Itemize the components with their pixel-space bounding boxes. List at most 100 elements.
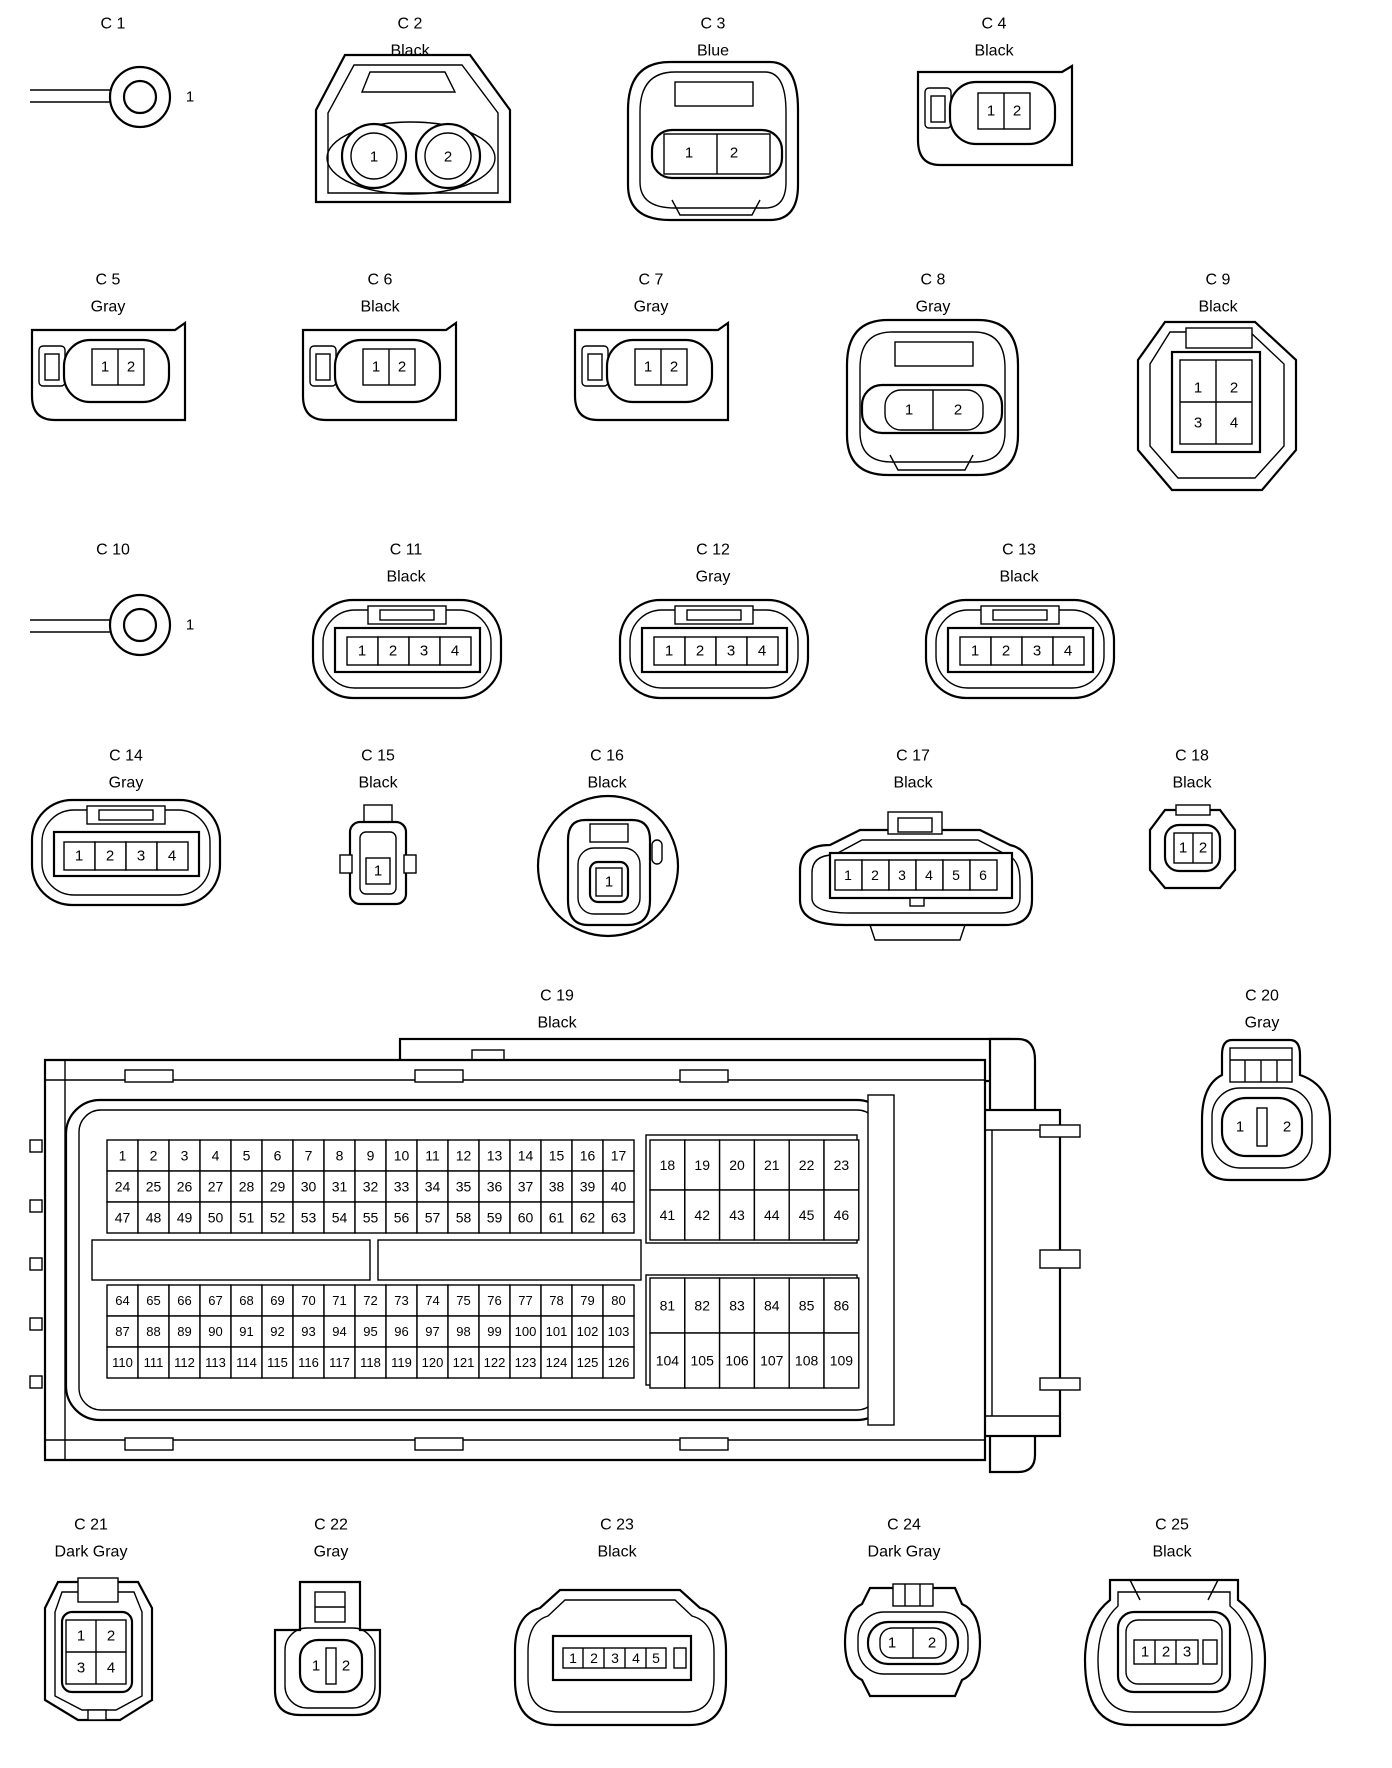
pin-number: 65 xyxy=(146,1293,160,1308)
pin-number: 79 xyxy=(580,1293,594,1308)
connector-id: C 17 xyxy=(896,748,930,765)
pin-cell xyxy=(823,1189,860,1241)
pin-cell xyxy=(292,1139,325,1172)
pin-number: 24 xyxy=(115,1179,131,1195)
pin-number: 2 xyxy=(389,643,397,660)
pin-cell xyxy=(230,1139,263,1172)
pin-number: 33 xyxy=(394,1179,410,1195)
pin-cell xyxy=(323,1139,356,1172)
connector-c2 xyxy=(314,53,512,204)
connector-id: C 5 xyxy=(96,272,121,289)
pin-number: 119 xyxy=(391,1355,412,1370)
pin-number: 74 xyxy=(425,1293,439,1308)
connector-id: C 8 xyxy=(921,272,946,289)
pin-cell xyxy=(385,1315,418,1348)
pin-number: 44 xyxy=(764,1207,780,1223)
pin-number: 3 xyxy=(611,1650,619,1666)
pin-cell xyxy=(137,1139,170,1172)
pin-number: 2 xyxy=(954,402,962,419)
pin-number: 3 xyxy=(181,1148,189,1164)
connector-color: Black xyxy=(1172,775,1212,792)
pin-cell xyxy=(602,1170,635,1203)
pin-number: 18 xyxy=(660,1157,676,1173)
pin-number: 22 xyxy=(799,1157,815,1173)
pin-number: 43 xyxy=(729,1207,745,1223)
pin-cell xyxy=(261,1201,294,1234)
pin-number: 64 xyxy=(115,1293,129,1308)
pin-number: 96 xyxy=(394,1324,408,1339)
connector-color: Gray xyxy=(91,299,126,316)
connector-id: C 10 xyxy=(96,542,130,559)
pin-number: 2 xyxy=(696,643,704,660)
connector-id: C 12 xyxy=(696,542,730,559)
pin-number: 27 xyxy=(208,1179,224,1195)
pin-number: 8 xyxy=(336,1148,344,1164)
pin-number: 73 xyxy=(394,1293,408,1308)
pin-number: 29 xyxy=(270,1179,286,1195)
connector-color: Black xyxy=(597,1544,637,1561)
pin-number: 1 xyxy=(370,149,378,166)
pin-number: 4 xyxy=(1064,643,1072,660)
pin-number: 1 xyxy=(644,359,652,376)
pin-number: 103 xyxy=(608,1324,630,1339)
pin-number: 1 xyxy=(905,402,913,419)
connector-c7 xyxy=(573,320,730,422)
pin-number: 2 xyxy=(1013,103,1021,120)
pin-number: 121 xyxy=(453,1355,475,1370)
pin-cell xyxy=(649,1332,686,1389)
pin-number: 1 xyxy=(186,617,194,634)
pin-number: 1 xyxy=(665,643,673,660)
pin-number: 60 xyxy=(518,1210,534,1226)
connector-c9 xyxy=(1136,320,1298,492)
pin-cell xyxy=(230,1346,263,1379)
pin-cell xyxy=(602,1315,635,1348)
pin-number: 1 xyxy=(358,643,366,660)
pin-cell xyxy=(571,1346,604,1379)
pin-cell xyxy=(137,1170,170,1203)
pin-number: 1 xyxy=(844,867,852,883)
pin-number: 85 xyxy=(799,1298,815,1314)
pin-number: 1 xyxy=(888,1635,896,1652)
pin-number: 3 xyxy=(137,848,145,865)
pin-number: 12 xyxy=(456,1148,472,1164)
pin-cell xyxy=(602,1139,635,1172)
pin-cell xyxy=(168,1139,201,1172)
pin-number: 3 xyxy=(727,643,735,660)
pin-number: 2 xyxy=(127,359,135,376)
connector-c12 xyxy=(618,598,810,700)
pin-number: 5 xyxy=(243,1148,251,1164)
pin-number: 87 xyxy=(115,1324,129,1339)
pin-cell xyxy=(292,1315,325,1348)
connector-color: Gray xyxy=(314,1544,349,1561)
pin-cell xyxy=(199,1346,232,1379)
pin-number: 62 xyxy=(580,1210,596,1226)
pin-number: 94 xyxy=(332,1324,346,1339)
pin-cell xyxy=(718,1139,756,1191)
pin-number: 88 xyxy=(146,1324,160,1339)
connector-color: Gray xyxy=(1245,1015,1280,1032)
pin-number: 75 xyxy=(456,1293,470,1308)
pin-number: 4 xyxy=(758,643,766,660)
pin-number: 77 xyxy=(518,1293,532,1308)
connector-c17 xyxy=(798,811,1034,941)
pin-number: 34 xyxy=(425,1179,441,1195)
pin-number: 83 xyxy=(729,1298,745,1314)
pin-number: 13 xyxy=(487,1148,503,1164)
pin-number: 112 xyxy=(174,1355,195,1370)
pin-number: 1 xyxy=(987,103,995,120)
pin-number: 58 xyxy=(456,1210,472,1226)
pin-number: 123 xyxy=(515,1355,537,1370)
pin-number: 93 xyxy=(301,1324,315,1339)
pin-number: 1 xyxy=(374,863,382,880)
pin-number: 101 xyxy=(546,1324,568,1339)
pin-number: 120 xyxy=(422,1355,444,1370)
connector-color: Black xyxy=(360,299,400,316)
